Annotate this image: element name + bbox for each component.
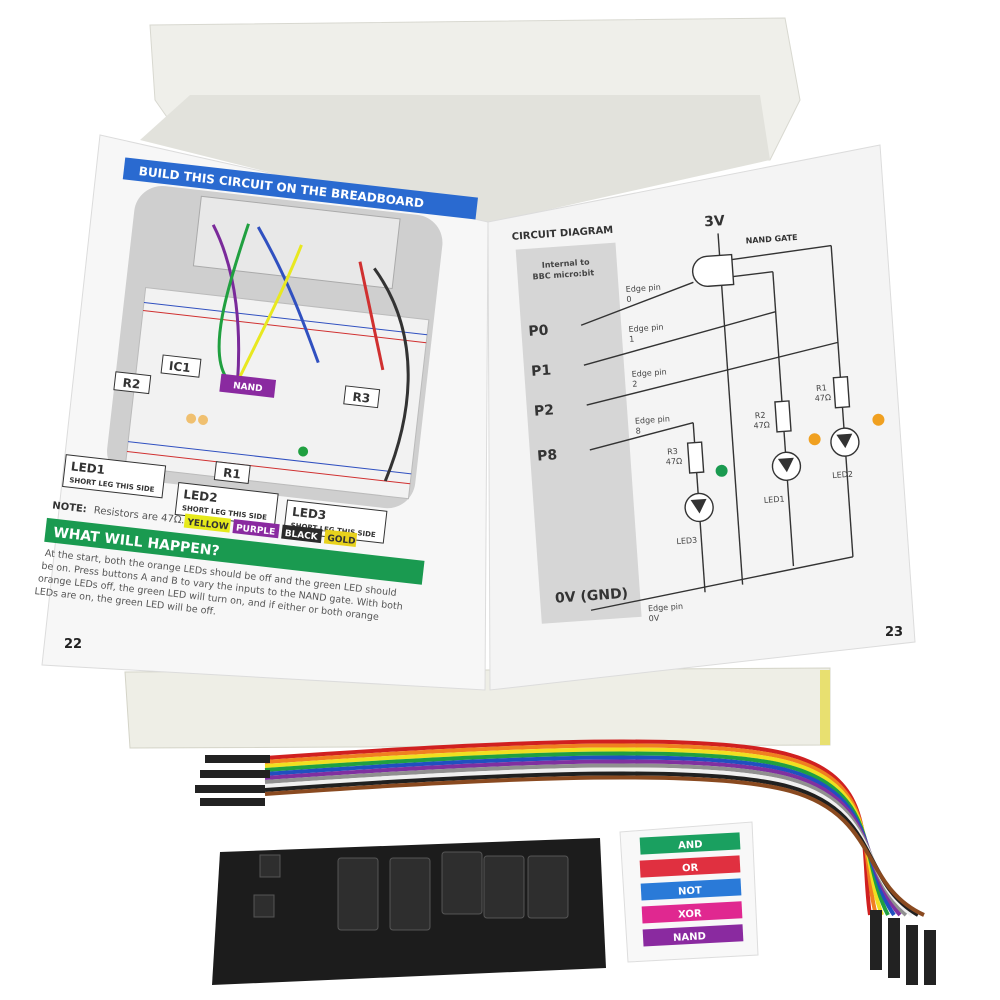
note-label: NOTE: (52, 500, 88, 515)
edge-pin-2-num: 2 (632, 379, 638, 388)
led1-label: LED1 (70, 459, 106, 477)
led3-indicator (715, 464, 728, 477)
microbit-internal-area (515, 242, 642, 624)
edge-pin-0-num: 0 (626, 295, 632, 304)
r3-value: 47Ω (666, 457, 683, 467)
ic-chip (389, 857, 431, 931)
pin-p8: P8 (537, 447, 558, 464)
box-edge-stripe (820, 670, 830, 745)
transistor (259, 854, 281, 878)
r3-label: R3 (352, 390, 371, 406)
section-banner (44, 517, 425, 585)
box-inner-back (140, 95, 770, 225)
pin-p1: P1 (531, 362, 552, 379)
transistor (253, 894, 275, 918)
band-yellow: YELLOW (186, 518, 229, 533)
ground-label: 0V (GND) (555, 586, 629, 607)
band-purple: PURPLE (235, 523, 275, 537)
ic-chip (441, 851, 483, 915)
label-stickers: AND OR NOT XOR NAND (639, 832, 744, 947)
jumper-pins-right (870, 910, 936, 985)
edge-pin-0: Edge pin (625, 283, 661, 294)
label-xor: XOR (678, 908, 702, 920)
nand-label: NAND (232, 381, 262, 394)
edge-pin-0v: Edge pin (648, 602, 684, 613)
label-not: NOT (678, 885, 702, 897)
edge-pin-8-num: 8 (635, 426, 641, 435)
led2-label: LED2 (183, 487, 219, 505)
ic-chip (527, 855, 569, 919)
right-page: CIRCUIT DIAGRAM Internal to BBC micro:bi… (487, 144, 916, 691)
left-page: BUILD THIS CIRCUIT ON THE BREADBOARD NAN… (34, 134, 489, 691)
led1-name: LED1 (763, 494, 784, 504)
ic-chip (337, 857, 379, 931)
page-number-right: 23 (885, 625, 903, 640)
edge-pin-2: Edge pin (631, 367, 667, 378)
ic-chips (253, 851, 569, 931)
internal-label-2: BBC micro:bit (532, 268, 594, 281)
band-gold: GOLD (327, 534, 356, 547)
r1-name: R1 (816, 383, 827, 393)
ic-chip (483, 855, 525, 919)
led3-label: LED3 (291, 505, 327, 523)
r1-label: R1 (222, 466, 241, 482)
r3-name: R3 (667, 447, 678, 457)
nand-chip-illustration (219, 373, 277, 398)
led3-name: LED3 (676, 536, 697, 546)
r2-label: R2 (122, 376, 141, 392)
page-number-left: 22 (64, 637, 82, 652)
gate-label: NAND GATE (745, 233, 798, 246)
supply-label: 3V (704, 213, 726, 230)
edge-pin-8: Edge pin (635, 414, 671, 425)
ribbon-cable (264, 739, 925, 917)
r2-value: 47Ω (753, 420, 770, 430)
label-or: OR (682, 863, 699, 875)
internal-label: Internal to (542, 257, 591, 269)
ic1-label: IC1 (168, 359, 191, 375)
led1-indicator (808, 433, 821, 446)
header-banner (122, 157, 478, 220)
band-black: BLACK (284, 529, 319, 543)
led2-indicator (872, 413, 885, 426)
pin-p0: P0 (528, 323, 549, 340)
label-and: AND (678, 839, 703, 851)
ribbon-wire (264, 775, 925, 917)
edge-pin-1-num: 1 (629, 335, 635, 344)
edge-pin-0v-num: 0V (648, 613, 660, 623)
pin-p2: P2 (533, 402, 554, 419)
label-nand: NAND (673, 931, 706, 944)
r1-value: 47Ω (814, 393, 831, 403)
r2-name: R2 (755, 411, 766, 421)
led2-name: LED2 (832, 470, 853, 480)
jumper-pins-left (195, 755, 270, 806)
edge-pin-1: Edge pin (628, 323, 664, 334)
